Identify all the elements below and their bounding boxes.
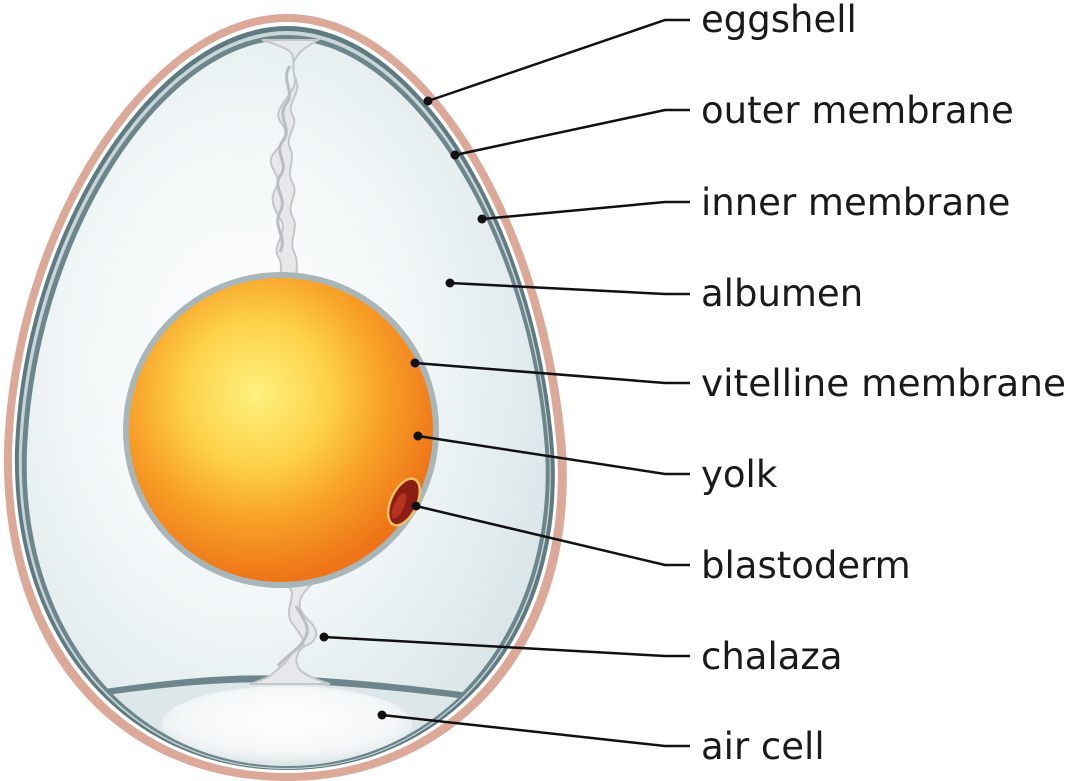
dot-air-cell	[377, 710, 387, 720]
dot-blastoderm	[411, 501, 421, 511]
leader-air-cell	[381, 713, 690, 748]
dot-eggshell	[423, 96, 433, 106]
leader-lines	[323, 18, 690, 748]
dot-chalaza	[319, 632, 329, 642]
label-eggshell: eggshell	[701, 0, 857, 41]
chalaza-top-shading	[276, 65, 292, 253]
label-vitelline-membrane: vitelline membrane	[701, 362, 1066, 405]
dot-outer-membrane	[450, 150, 460, 160]
blastoderm-highlight	[391, 493, 407, 519]
dot-vitelline-membrane	[410, 358, 420, 368]
leader-dots	[319, 96, 487, 720]
label-air-cell: air cell	[701, 725, 825, 768]
label-outer-membrane: outer membrane	[701, 89, 1014, 132]
label-albumen: albumen	[701, 272, 863, 315]
dot-inner-membrane	[477, 214, 487, 224]
leader-chalaza	[323, 635, 690, 658]
leader-albumen	[449, 281, 690, 296]
leader-outer-membrane	[454, 108, 690, 157]
label-inner-membrane: inner membrane	[701, 181, 1010, 224]
leader-blastoderm	[415, 504, 690, 567]
dot-albumen	[445, 278, 455, 288]
leader-vitelline-membrane	[414, 361, 690, 385]
chalaza-bottom-shading	[276, 605, 309, 667]
label-blastoderm: blastoderm	[701, 544, 911, 587]
dot-yolk	[413, 431, 423, 441]
label-yolk: yolk	[701, 453, 778, 496]
leader-inner-membrane	[481, 200, 690, 221]
chalaza-bottom	[249, 577, 331, 685]
label-chalaza: chalaza	[701, 635, 843, 678]
leader-yolk	[417, 434, 690, 476]
yolk	[129, 278, 433, 582]
leader-eggshell	[427, 18, 690, 103]
